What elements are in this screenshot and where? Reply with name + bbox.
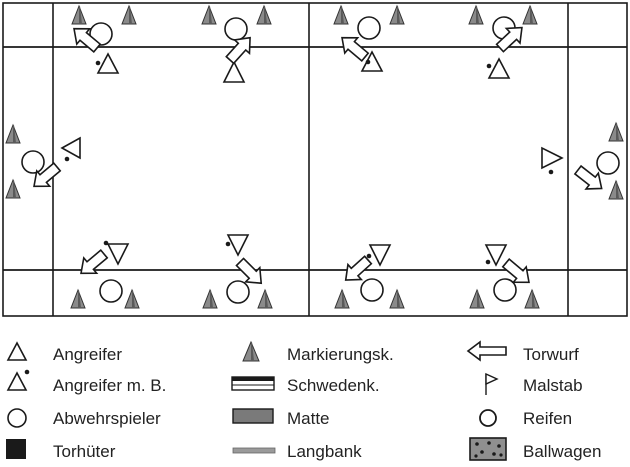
circle-outline-icon bbox=[7, 408, 27, 428]
grey-cone-icon bbox=[242, 340, 260, 362]
marker-cone bbox=[608, 180, 624, 200]
ball-dot bbox=[366, 253, 372, 259]
attacker-triangle bbox=[60, 136, 81, 160]
defender-circle bbox=[21, 150, 45, 174]
hoop-ring-icon bbox=[479, 409, 497, 427]
triangle-outline-icon bbox=[6, 341, 28, 361]
attacker-triangle bbox=[487, 57, 511, 79]
svg-text:Reifen: Reifen bbox=[523, 409, 572, 428]
marker-cone bbox=[257, 289, 273, 309]
marker-cone bbox=[469, 289, 485, 309]
defender-circle bbox=[360, 278, 384, 302]
ball-dot bbox=[486, 63, 492, 69]
defender-circle bbox=[596, 151, 620, 175]
attacker-triangle bbox=[541, 146, 564, 170]
ball-dot bbox=[548, 169, 554, 175]
legend-item-ballwagen: Ballwagen bbox=[469, 437, 601, 461]
marker-cone bbox=[522, 5, 538, 25]
triangle-with-ball-icon bbox=[6, 371, 28, 391]
flag-pole-icon bbox=[485, 372, 499, 395]
marker-cone bbox=[608, 122, 624, 142]
attacker-triangle bbox=[106, 243, 130, 266]
marker-cone bbox=[124, 289, 140, 309]
defender-circle bbox=[226, 280, 250, 304]
svg-text:Malstab: Malstab bbox=[523, 376, 583, 395]
svg-text:Langbank: Langbank bbox=[287, 442, 362, 461]
ball-dot bbox=[103, 240, 109, 246]
svg-text:Markierungsk.: Markierungsk. bbox=[287, 345, 394, 364]
balls bbox=[64, 59, 554, 265]
legend-item-langbank: Langbank bbox=[232, 442, 362, 461]
attacker-triangle bbox=[368, 244, 392, 267]
legend-item-schwedenk: Schwedenk. bbox=[231, 376, 380, 395]
svg-text:Abwehrspieler: Abwehrspieler bbox=[53, 409, 161, 428]
svg-text:Torwurf: Torwurf bbox=[523, 345, 579, 364]
defender-circle bbox=[224, 17, 248, 41]
dotted-cart-icon bbox=[469, 437, 507, 461]
attacker-triangle bbox=[222, 60, 246, 83]
legend-item-torhueter: Torhüter bbox=[6, 439, 116, 461]
svg-text:Angreifer: Angreifer bbox=[53, 345, 122, 364]
marker-cone bbox=[524, 289, 540, 309]
legend-item-angreifer: Angreifer bbox=[6, 341, 122, 364]
throw-arrow bbox=[73, 245, 112, 282]
bench-bar-icon bbox=[232, 447, 276, 454]
marker-cone bbox=[5, 124, 21, 144]
defenders bbox=[21, 16, 620, 304]
legend-item-abwehrspieler: Abwehrspieler bbox=[7, 408, 161, 428]
marker-cone bbox=[389, 289, 405, 309]
ball-dot bbox=[365, 59, 371, 65]
field-lines bbox=[2, 2, 628, 317]
marker-cone bbox=[333, 5, 349, 25]
defender-circle bbox=[357, 16, 381, 40]
svg-text:Matte: Matte bbox=[287, 409, 330, 428]
marker-cone bbox=[201, 5, 217, 25]
legend-item-malstab: Malstab bbox=[485, 372, 583, 395]
grey-mat-icon bbox=[232, 408, 274, 424]
ball-dot bbox=[225, 241, 231, 247]
training-field-diagram bbox=[2, 2, 628, 317]
marker-cone bbox=[334, 289, 350, 309]
marker-cone bbox=[256, 5, 272, 25]
striped-box-icon bbox=[231, 376, 275, 391]
attacker-triangle bbox=[484, 244, 508, 267]
defender-circle bbox=[493, 278, 517, 302]
ball-dot bbox=[95, 60, 101, 66]
marker-cone bbox=[121, 5, 137, 25]
marker-cone bbox=[71, 5, 87, 25]
legend-item-markierung: Markierungsk. bbox=[242, 340, 394, 364]
legend-item-reifen: Reifen bbox=[479, 409, 572, 428]
legend-item-matte: Matte bbox=[232, 408, 330, 428]
marker-cone bbox=[468, 5, 484, 25]
outline-arrow-icon bbox=[466, 340, 507, 362]
attackers bbox=[60, 50, 564, 267]
marker-cone bbox=[5, 179, 21, 199]
legend-item-angreifer-mb: Angreifer m. B. bbox=[6, 369, 166, 395]
marker-cone bbox=[389, 5, 405, 25]
marker-cone bbox=[202, 289, 218, 309]
legend-item-torwurf: Torwurf bbox=[466, 340, 579, 364]
svg-text:Ballwagen: Ballwagen bbox=[523, 442, 601, 461]
legend: Angreifer Angreifer m. B. Abwehrspieler … bbox=[6, 340, 601, 461]
attacker-triangle bbox=[96, 52, 120, 74]
ball-dot bbox=[64, 156, 70, 162]
svg-text:Torhüter: Torhüter bbox=[53, 442, 116, 461]
marker-cone bbox=[70, 289, 86, 309]
svg-text:Angreifer m. B.: Angreifer m. B. bbox=[53, 376, 166, 395]
defender-circle bbox=[99, 279, 123, 303]
attacker-triangle bbox=[226, 234, 250, 257]
ball-dot bbox=[485, 259, 491, 265]
filled-square-icon bbox=[6, 439, 26, 459]
svg-text:Schwedenk.: Schwedenk. bbox=[287, 376, 380, 395]
